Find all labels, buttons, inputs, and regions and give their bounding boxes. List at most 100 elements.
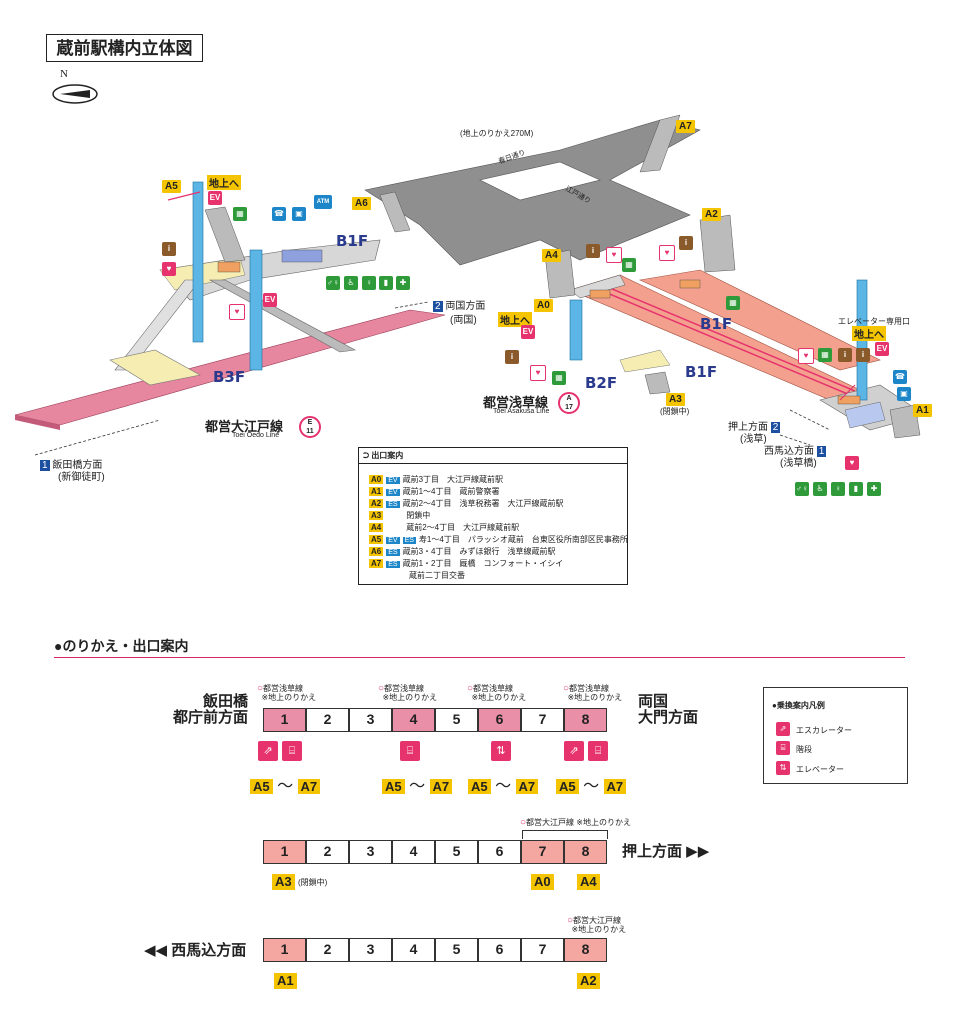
page-title: 蔵前駅構内立体図 — [46, 34, 203, 62]
train1: 1 2 3 4 5 6 7 8 — [258, 708, 613, 732]
stair-a7 — [639, 114, 681, 173]
atm-icon: ATM — [314, 195, 332, 209]
train2-right-label: 押上方面 ▶▶ — [622, 843, 710, 860]
escalator-icon: ⇗ — [564, 741, 584, 761]
train1-note-car8: ○都営浅草線 ※地上のりかえ — [563, 683, 623, 703]
station-map — [14, 114, 926, 456]
train1-exits-group1: A5 ～ A7 — [250, 772, 321, 796]
section-divider — [54, 657, 905, 658]
stairs-icon: ⌸ — [400, 741, 420, 761]
train2: 1 2 3 4 5 6 7 8 — [258, 840, 613, 864]
train3-exit-a1: A1 — [274, 973, 297, 989]
oedo-line-en: Toei Oedo Line — [232, 432, 280, 439]
dir-nishimagome: 西馬込方面 1 — [764, 446, 827, 457]
train3-left-label: ◀◀ 西馬込方面 — [144, 942, 247, 959]
train1-note-car4: ○都営浅草線 ※地上のりかえ — [378, 683, 438, 703]
phone-icon: ☎ — [272, 207, 286, 221]
train1-right-label: 両国 大門方面 — [638, 693, 699, 726]
aed-icon-4: ♥ — [530, 365, 546, 381]
train1-exits-group4: A5 ～ A7 — [556, 772, 627, 796]
to-surface-left: 地上へ — [207, 175, 241, 190]
multi-toilet-icon-2: ▮ — [849, 482, 863, 496]
multi-toilet-icon: ▮ — [379, 276, 393, 290]
escalator-icon: ⇗ — [258, 741, 278, 761]
information-icon-4: i — [505, 350, 519, 364]
information-icon-5: i — [838, 348, 852, 362]
escalator-icon: ⇗ — [776, 722, 790, 736]
dir-nishimagome-sub: (浅草橋) — [780, 458, 817, 469]
dir-oshiage: 押上方面 2 — [728, 422, 781, 433]
floor-b1f-right-top: B1F — [700, 315, 733, 333]
elevator-shaft-oedo — [249, 249, 263, 371]
train2-car: 8 — [564, 840, 607, 864]
train2-exit-a3: A3 — [272, 874, 295, 890]
information-icon-6: i — [856, 348, 870, 362]
asakusa-line-en: Toei Asakusa Line — [493, 408, 550, 415]
exit-row: 蔵前二丁目交番 — [409, 571, 465, 580]
locker-icon: ▦ — [233, 207, 247, 221]
elevator-icon-small: ⇅ — [491, 741, 511, 761]
elevator-icon-b3f: EV — [263, 293, 277, 307]
train1-car: 6 — [478, 708, 521, 732]
elevator-icon: ⇅ — [776, 761, 790, 775]
dir-oshiage-sub: (浅草) — [740, 434, 767, 445]
train3-car: 8 — [564, 938, 607, 962]
information-icon: i — [162, 242, 176, 256]
exit-tag-a0: A0 — [534, 299, 553, 312]
transfer-section-title: ●のりかえ・出口案内 — [54, 638, 189, 654]
elevator-shaft-a0 — [569, 299, 583, 361]
train2-exit-a4: A4 — [577, 874, 600, 890]
restroom-icon: ♂♀ — [326, 276, 340, 290]
aed-icon-5: ♥ — [798, 348, 814, 364]
train1-car: 7 — [521, 708, 564, 732]
aed-icon-3: ♥ — [659, 245, 675, 261]
train2-car: 1 — [263, 840, 306, 864]
train2-car: 2 — [306, 840, 349, 864]
train1-car: 1 — [263, 708, 306, 732]
dir-ryogoku-sub: (両国) — [450, 315, 477, 326]
train3-car: 3 — [349, 938, 392, 962]
train1-car: 8 — [564, 708, 607, 732]
exit-guide-header: ⮊ 出口案内 — [359, 448, 627, 464]
floor-b1f-left: B1F — [336, 232, 369, 250]
train1-note-car6: ○都営浅草線 ※地上のりかえ — [467, 683, 527, 703]
train1-left-label: 飯田橋 都庁前方面 — [172, 693, 248, 726]
information-icon-2: i — [586, 244, 600, 258]
asakusa-line-name: 都営浅草線 — [483, 395, 549, 410]
train1-car: 3 — [349, 708, 392, 732]
train3-car: 2 — [306, 938, 349, 962]
restroom-icon-2: ♂♀ — [795, 482, 809, 496]
aed-icon: ♥ — [229, 304, 245, 320]
locker-icon-5: ▦ — [818, 348, 832, 362]
locker-icon-2: ▦ — [622, 258, 636, 272]
floor-b1f-right-bottom: B1F — [685, 363, 718, 381]
to-surface-right: 地上へ — [852, 326, 886, 341]
elevator-shaft-left — [192, 181, 204, 343]
train2-car: 3 — [349, 840, 392, 864]
train2-car: 7 — [521, 840, 564, 864]
train2-car: 6 — [478, 840, 521, 864]
train1-note-car1: ○都営浅草線 ※地上のりかえ — [257, 683, 317, 703]
train2-car: 4 — [392, 840, 435, 864]
exit-tag-a1: A1 — [913, 404, 932, 417]
ticket-icon: ▣ — [292, 207, 306, 221]
stair-a3 — [644, 371, 671, 395]
dir-ryogoku: 2 両国方面 — [433, 301, 486, 312]
stair-a6 — [379, 191, 411, 233]
exit-tag-a3: A3 — [666, 393, 685, 406]
train3-car: 6 — [478, 938, 521, 962]
train3-car: 1 — [263, 938, 306, 962]
train3-car: 7 — [521, 938, 564, 962]
oedo-platform-b3f — [14, 309, 446, 426]
exit-tag-a6: A6 — [352, 197, 371, 210]
stair-a4 — [544, 249, 576, 299]
stair-a5 — [204, 206, 246, 263]
compass: N — [50, 68, 100, 113]
asakusa-b1f-platform — [638, 269, 881, 371]
stair-a1 — [889, 404, 921, 439]
dir-iidabashi-sub: (新御徒町) — [58, 472, 105, 483]
north-label: N — [60, 68, 68, 80]
